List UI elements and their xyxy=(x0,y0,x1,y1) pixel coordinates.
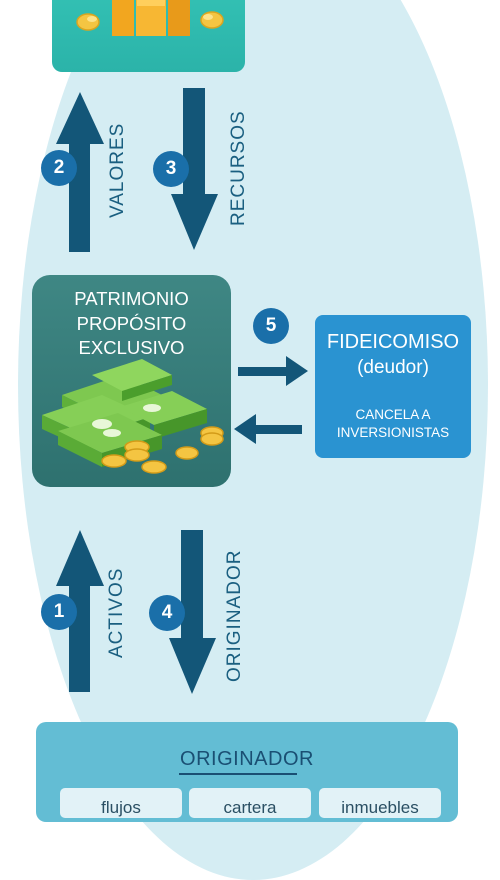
arrow-down-recursos xyxy=(171,88,218,250)
arrow-down-originador xyxy=(169,530,216,694)
originador-box: ORIGINADOR flujos cartera inmuebles xyxy=(36,722,458,822)
originador-underline xyxy=(179,773,297,775)
step-5-number: 5 xyxy=(265,315,277,336)
label-activos: ACTIVOS xyxy=(106,567,127,658)
step-1-badge: 1 xyxy=(41,594,77,630)
label-originador-flow: ORIGINADOR xyxy=(224,549,245,682)
step-3-number: 3 xyxy=(165,158,177,179)
fideicomiso-box: FIDEICOMISO (deudor) CANCELA A INVERSION… xyxy=(315,315,471,458)
arrow-left-from-fideicomiso xyxy=(234,414,302,444)
step-3-badge: 3 xyxy=(153,151,189,187)
investment-icon xyxy=(76,0,224,36)
arrow-up-valores xyxy=(56,92,104,252)
fideicomiso-subtitle: (deudor) xyxy=(357,357,429,378)
chip-inmuebles: inmuebles xyxy=(319,788,441,818)
investors-box xyxy=(52,0,245,72)
patrimonio-title: PATRIMONIO PROPÓSITO EXCLUSIVO xyxy=(74,288,189,358)
arrow-right-to-fideicomiso xyxy=(238,356,308,386)
step-2-badge: 2 xyxy=(41,150,77,186)
label-recursos: RECURSOS xyxy=(228,110,249,226)
step-4-number: 4 xyxy=(161,602,173,623)
step-4-badge: 4 xyxy=(149,595,185,631)
originador-title: ORIGINADOR xyxy=(180,748,314,770)
step-5-badge: 5 xyxy=(253,308,289,344)
fideicomiso-title: FIDEICOMISO xyxy=(326,331,460,353)
patrimonio-box: PATRIMONIO PROPÓSITO EXCLUSIVO xyxy=(32,275,231,487)
chip-flujos: flujos xyxy=(60,788,182,818)
label-valores: VALORES xyxy=(107,122,128,218)
money-stack-icon xyxy=(42,359,224,474)
chip-cartera: cartera xyxy=(189,788,311,818)
step-1-number: 1 xyxy=(53,601,65,622)
arrow-up-activos xyxy=(56,530,104,692)
step-2-number: 2 xyxy=(53,157,65,178)
fideicomiso-note: CANCELA A INVERSIONISTAS xyxy=(336,407,450,440)
